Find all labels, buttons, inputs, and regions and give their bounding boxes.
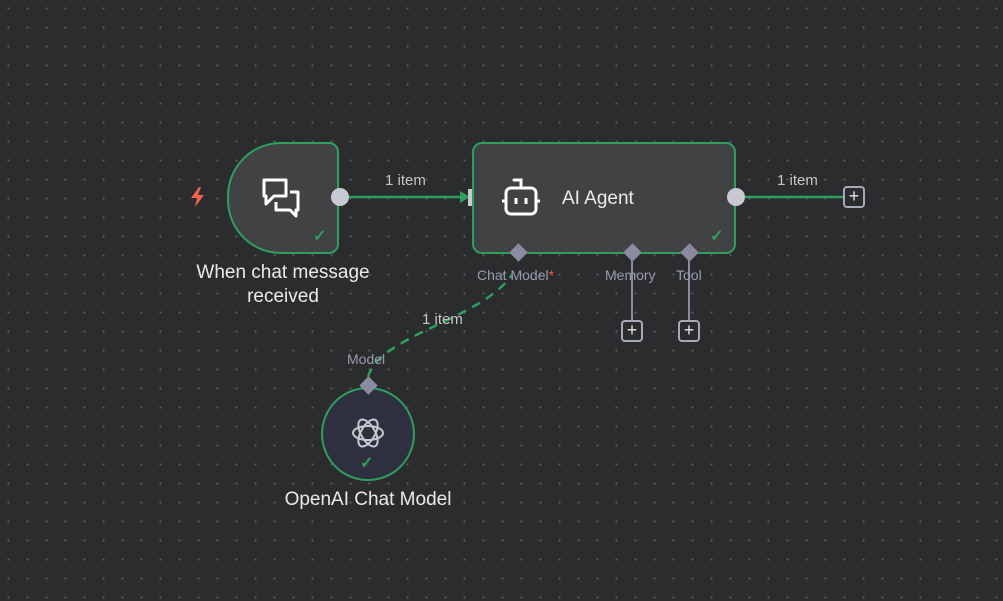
openai-node-label: OpenAI Chat Model <box>284 489 452 510</box>
agent-node-label: AI Agent <box>562 188 634 209</box>
tool-port-label: Tool <box>676 267 702 283</box>
memory-port-label: Memory <box>605 267 656 283</box>
trigger-output-handle[interactable] <box>331 188 349 206</box>
trigger-label-line1: When chat message <box>196 262 370 283</box>
openai-logo-icon <box>352 418 384 448</box>
required-mark: * <box>548 267 555 283</box>
trigger-label-line2: received <box>247 286 319 307</box>
edge-label-agent-output: 1 item <box>777 172 818 189</box>
node-openai-chat-model[interactable]: ✓ <box>321 387 415 481</box>
node-ai-agent[interactable]: AI Agent ✓ <box>472 142 736 254</box>
chat-bubbles-icon <box>262 178 300 218</box>
edge-arrowhead <box>460 191 470 203</box>
robot-icon <box>502 178 540 216</box>
add-memory-button[interactable]: + <box>621 320 643 342</box>
node-chat-trigger[interactable]: ✓ <box>227 142 339 254</box>
success-check-icon: ✓ <box>360 455 374 472</box>
chat-model-port-text: Chat Model <box>477 267 549 283</box>
add-next-node-button[interactable]: + <box>843 186 865 208</box>
chat-model-port-label: Chat Model* <box>477 267 554 283</box>
add-tool-button[interactable]: + <box>678 320 700 342</box>
edge-label-model-agent: 1 item <box>422 311 463 328</box>
agent-output-handle[interactable] <box>727 188 745 206</box>
edge-label-trigger-agent: 1 item <box>385 172 426 189</box>
success-check-icon: ✓ <box>710 228 724 245</box>
success-check-icon: ✓ <box>313 228 327 245</box>
model-port-label: Model <box>347 351 386 367</box>
trigger-node-label: When chat message received <box>163 261 403 309</box>
edge-model-to-agent[interactable] <box>366 274 514 378</box>
lightning-icon <box>191 187 204 207</box>
